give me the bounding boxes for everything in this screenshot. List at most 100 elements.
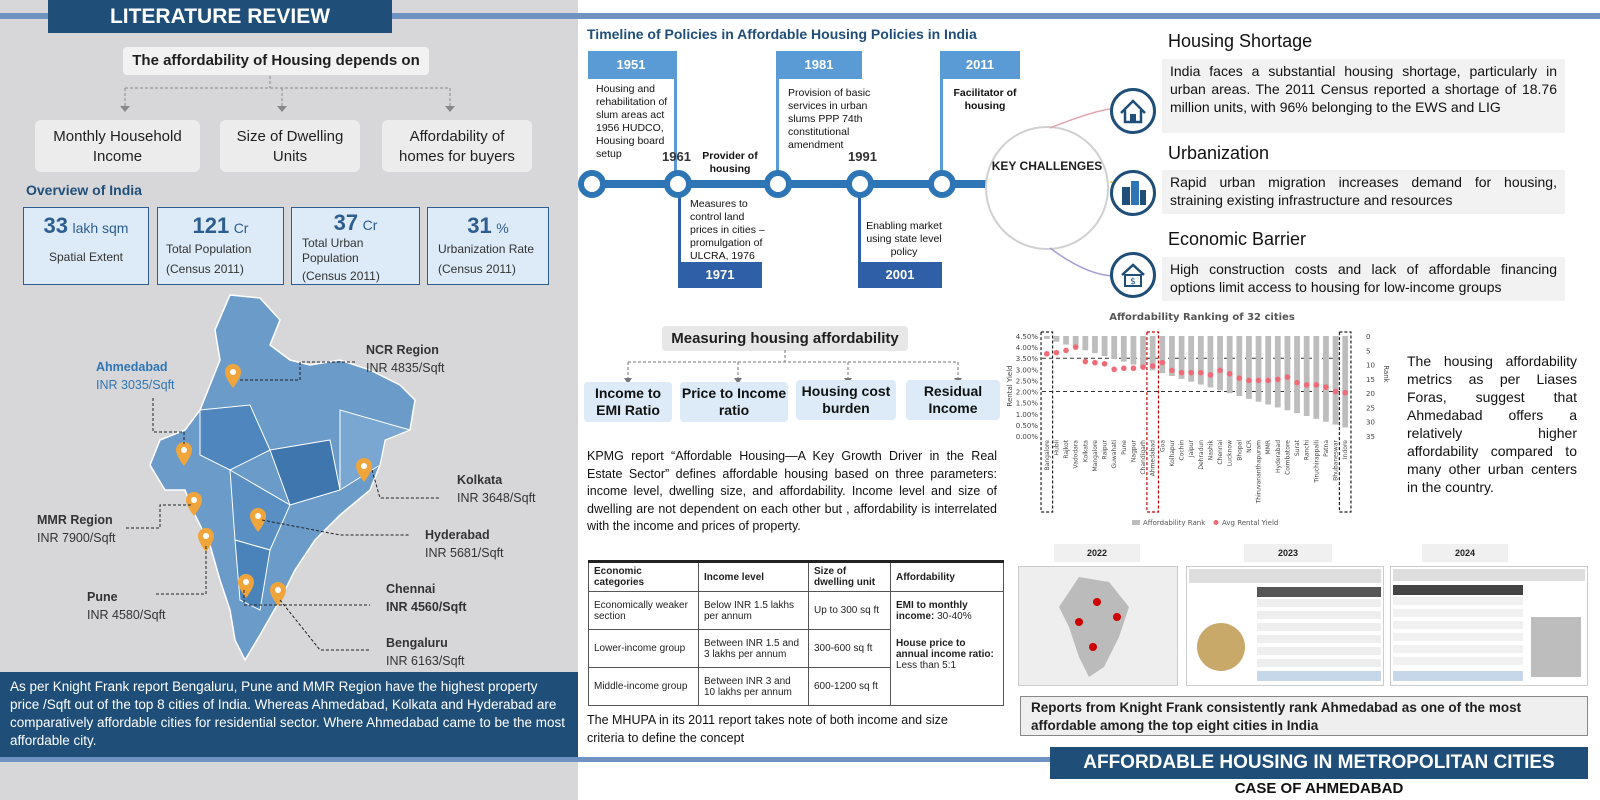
y2-tick-label: 15 <box>1366 376 1375 384</box>
city-price: INR 4835/Sqft <box>366 361 445 375</box>
legend-label: Avg Rental Yield <box>1222 519 1278 527</box>
table-cell: Up to 300 sq ft <box>808 591 891 630</box>
legend-label: Affordability Rank <box>1143 519 1206 527</box>
timeline-node <box>764 170 792 198</box>
price-ratio-value: Less than 5:1 <box>896 660 957 671</box>
map-pin-icon <box>225 364 241 388</box>
challenge-text-economic-barrier: High construction costs and lack of affo… <box>1162 257 1565 301</box>
rank-bar <box>1236 336 1243 396</box>
factor-dwelling-size: Size of Dwelling Units <box>220 120 360 172</box>
kpmg-paragraph: KPMG report “Affordable Housing—A Key Gr… <box>587 449 997 533</box>
map-pin-icon <box>198 528 214 552</box>
rental-yield-point <box>1284 374 1291 380</box>
rank-bar <box>1255 336 1262 402</box>
table-cell: Below INR 1.5 lakhs per annum <box>698 591 809 630</box>
y2-tick-label: 30 <box>1366 419 1375 427</box>
liases-foras-note: The housing affordability metrics as per… <box>1407 353 1577 495</box>
city-buildings-icon <box>1110 170 1156 216</box>
timeline-text-1991: Enabling market using state level policy <box>866 220 942 258</box>
measure-residual-income: Residual Income <box>906 380 1000 420</box>
x-tick-label: Thiruvananthapuram <box>1256 440 1263 505</box>
table-header: Size of dwelling unit <box>808 560 891 592</box>
x-tick-label: Chandigarh <box>1140 440 1147 475</box>
y2-tick-label: 25 <box>1366 404 1375 412</box>
rank-bar <box>1053 336 1060 342</box>
x-tick-label: Bangalore <box>1044 440 1051 471</box>
city-leader-lines <box>126 361 440 651</box>
rental-yield-point <box>1178 369 1185 376</box>
x-tick-label: Surat <box>1294 439 1301 456</box>
city-name: MMR Region <box>37 513 113 527</box>
timeline-node <box>928 170 956 198</box>
y-tick-label: 0.50% <box>1016 422 1039 430</box>
rank-bar <box>1178 336 1185 379</box>
table-cell: Economically weaker section <box>588 591 699 630</box>
x-tick-label: Jaipur <box>1188 439 1195 458</box>
city-price: INR 3035/Sqft <box>96 378 175 392</box>
x-tick-label: Ranchi <box>1304 440 1311 461</box>
y-tick-label: 3.00% <box>1016 366 1039 374</box>
rank-bar <box>1130 336 1137 365</box>
map-pin-icon <box>270 582 286 606</box>
x-tick-label: Lucknow <box>1227 440 1234 466</box>
stat-total-population: 121 Cr Total Population (Census 2011) <box>157 207 284 285</box>
y-tick-label: 2.50% <box>1016 377 1039 385</box>
timeline-text-2011: Facilitator of housing <box>953 87 1017 112</box>
challenge-text-housing-shortage: India faces a substantial housing shorta… <box>1162 59 1565 133</box>
rental-yield-point <box>1265 377 1271 384</box>
timeline-connector <box>858 188 861 288</box>
y2-tick-label: 10 <box>1366 362 1375 370</box>
city-hyderabad: Hyderabad INR 5681/Sqft <box>425 526 504 562</box>
main-title: AFFORDABLE HOUSING IN METROPOLITAN CITIE… <box>1050 747 1588 779</box>
x-tick-label: Kolhapur <box>1169 439 1176 466</box>
highlight-box <box>1146 331 1160 513</box>
table-header: Affordability <box>890 560 1004 592</box>
legend-swatch <box>1213 520 1219 525</box>
y-tick-label: 4.00% <box>1016 344 1039 352</box>
rental-yield-point <box>1255 377 1262 384</box>
y2-tick-label: 5 <box>1366 347 1370 355</box>
table-header: Economic categories <box>588 560 699 592</box>
rank-bar <box>1092 336 1098 354</box>
rank-bar <box>1323 336 1329 422</box>
rank-bar <box>1120 336 1127 362</box>
rental-yield-point <box>1332 388 1339 395</box>
x-tick-label: Nagpur <box>1130 439 1137 462</box>
rental-yield-point <box>1130 365 1137 372</box>
rank-bar <box>1284 336 1291 411</box>
city-mmr: MMR Region INR 7900/Sqft <box>37 511 116 547</box>
knight-frank-ranking-note: Reports from Knight Frank consistently r… <box>1020 696 1588 736</box>
x-tick-label: Nashik <box>1207 439 1214 460</box>
x-tick-label: Guwahati <box>1111 440 1118 469</box>
table-header-row: Economic categories Income level Size of… <box>588 560 1004 592</box>
stat-number: 37 <box>333 210 359 235</box>
timeline-year-2001: 2001 <box>858 262 942 288</box>
stat-spatial-extent: 33 lakh sqm Spatial Extent <box>23 207 149 285</box>
x-tick-label: Mangalore <box>1092 440 1099 472</box>
rental-yield-point <box>1188 369 1194 376</box>
svg-text:$: $ <box>1130 277 1136 287</box>
report-table-image <box>1391 567 1587 685</box>
map-pin-icon <box>250 508 266 532</box>
timeline-text-1971: Measures to control land prices in citie… <box>690 198 765 262</box>
y2-tick-label: 35 <box>1366 433 1375 441</box>
timeline-year-1951: 1951 <box>588 51 674 79</box>
timeline-connector <box>678 188 681 288</box>
measure-cost-burden: Housing cost burden <box>796 380 896 420</box>
rental-yield-point <box>1207 372 1214 378</box>
stat-unit: Cr <box>233 220 249 236</box>
city-price: INR 5681/Sqft <box>425 546 504 560</box>
report-map-image <box>1019 567 1177 685</box>
city-kolkata: Kolkata INR 3648/Sqft <box>457 471 536 507</box>
rank-bar <box>1342 336 1349 428</box>
city-ncr: NCR Region INR 4835/Sqft <box>366 341 445 377</box>
x-tick-label: Hubli <box>1053 440 1060 456</box>
sub-title: CASE OF AHMEDABAD <box>1234 780 1404 797</box>
top-accent-bar <box>0 13 1600 19</box>
timeline-year-1971: 1971 <box>678 262 762 288</box>
x-tick-label: Tiruchirappalli <box>1313 440 1320 484</box>
stat-unit: % <box>496 220 509 236</box>
legend-swatch <box>1132 520 1140 525</box>
bottom-accent-bar <box>0 757 578 762</box>
city-price: INR 3648/Sqft <box>457 491 536 505</box>
